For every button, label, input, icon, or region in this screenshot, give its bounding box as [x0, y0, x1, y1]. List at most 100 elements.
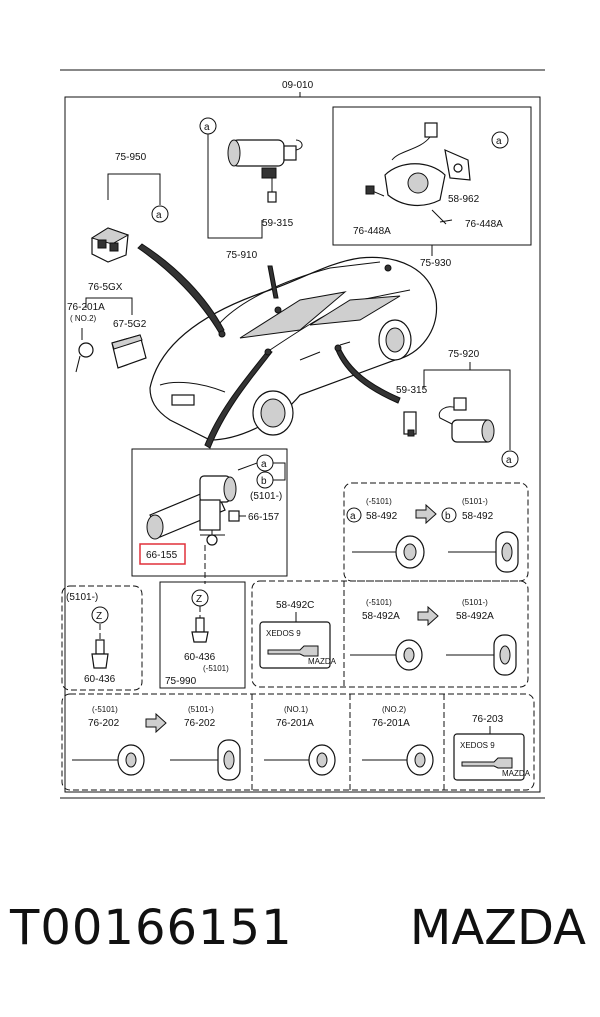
- dot-b: [274, 306, 282, 314]
- box-keys-58-492: [343, 482, 529, 582]
- card-58-492c: XEDOS 9 MAZDA: [259, 621, 337, 669]
- bracket-ab: [273, 462, 286, 481]
- callout-a-key-a-text: a: [350, 511, 356, 522]
- part-key-58-492a-d: [446, 634, 517, 676]
- callout-b-key-b-text: b: [445, 511, 451, 522]
- label-59-315-top: 59-315: [262, 218, 294, 229]
- label-75-990: 75-990: [165, 676, 197, 687]
- label-66-157: 66-157: [248, 512, 280, 523]
- dot-d: [334, 344, 342, 352]
- label-67-5g2: 67-5G2: [113, 319, 147, 330]
- label-66-155: 66-155: [146, 550, 178, 561]
- part-60-436-left: [91, 624, 109, 669]
- leader-a-detail: [237, 462, 258, 471]
- part-60-436-mid: [191, 606, 209, 643]
- label-m5101-key-c: (-5101): [366, 598, 392, 607]
- label-58-492-a: 58-492: [366, 511, 398, 522]
- box-keys-58-492c: [251, 580, 529, 688]
- label-58-962: 58-962: [448, 194, 480, 205]
- dot-a: [218, 330, 226, 338]
- dot-e: [384, 264, 392, 272]
- label-m5101-key-a: (-5101): [366, 497, 392, 506]
- part-key-58-492-b: [448, 531, 519, 573]
- card-xedos-text: XEDOS 9: [266, 629, 301, 638]
- callout-a-75-930: [491, 131, 509, 149]
- label-no1: (NO.1): [284, 705, 308, 714]
- callout-z-mid-text: Z: [196, 594, 202, 605]
- label-5101-key-b: (5101-): [462, 497, 488, 506]
- part-key-76-201a-c: [264, 744, 336, 776]
- label-5101-left-box: (5101-): [66, 592, 98, 603]
- label-59-315-right: 59-315: [396, 385, 428, 396]
- callout-a-75-930-text: a: [496, 136, 502, 147]
- part-key-76-202-a: [72, 744, 145, 776]
- label-m5101-mid: (-5101): [203, 664, 229, 673]
- label-76-202-a: 76-202: [88, 718, 120, 729]
- part-66-157: [228, 510, 240, 522]
- pointer-detail: [204, 349, 273, 449]
- card-76-203: XEDOS 9 MAZDA: [453, 733, 531, 781]
- label-58-492a-d: 58-492A: [456, 611, 494, 622]
- leader-75-950: [107, 173, 161, 205]
- arrow-key-cd: [417, 605, 439, 627]
- label-5101-key-d: (5101-): [462, 598, 488, 607]
- pointer-75-920: [335, 347, 401, 404]
- parts-diagram: 09-010 75-950 a a 59-315 75-910 a: [60, 69, 545, 799]
- label-76-201a-c: 76-201A: [276, 718, 314, 729]
- label-76-201a-d: 76-201A: [372, 718, 410, 729]
- leader-75-910: [207, 134, 263, 239]
- arrow-bottom-ab: [145, 712, 167, 734]
- brand-name: MAZDA: [409, 900, 586, 956]
- leader-76-5gx: [85, 297, 133, 315]
- leader-75-920: [423, 369, 511, 450]
- part-key-76-202-b: [170, 739, 241, 781]
- car-illustration: [149, 256, 438, 441]
- label-60-436-left: 60-436: [84, 674, 116, 685]
- callout-a-75-920-text: a: [506, 455, 512, 466]
- callout-b-key-b: [441, 507, 457, 523]
- pointer-75-950: [137, 243, 225, 335]
- label-76-202-b: 76-202: [184, 718, 216, 729]
- label-76-448a-left: 76-448A: [353, 226, 391, 237]
- dot-c: [264, 348, 272, 356]
- callout-a-key-a: [346, 507, 362, 523]
- card2-xedos-text: XEDOS 9: [460, 741, 495, 750]
- callout-b-detail-text: b: [261, 476, 267, 487]
- label-75-910: 75-910: [226, 250, 258, 261]
- part-67-5g2: [111, 334, 147, 369]
- page-ref: 09-010: [282, 80, 314, 91]
- callout-a-detail-text: a: [261, 459, 267, 470]
- part-steering-lock: [146, 475, 237, 546]
- arrow-key-ab: [415, 503, 437, 525]
- label-76-448a-right: 76-448A: [465, 219, 503, 230]
- part-75-950: [90, 227, 130, 263]
- callout-z-left: [91, 606, 109, 624]
- part-key-76-201a-d: [362, 744, 434, 776]
- label-75-950: 75-950: [115, 152, 147, 163]
- part-75-920: [403, 397, 495, 443]
- label-58-492a-c: 58-492A: [362, 611, 400, 622]
- label-76-201a-top: 76-201A: [67, 302, 105, 313]
- box-5101-bolt: [61, 585, 143, 691]
- box-steering-lock: [131, 448, 288, 577]
- card-mazda-text: MAZDA: [308, 657, 337, 666]
- main-frame: [64, 96, 541, 793]
- label-75-920: 75-920: [448, 349, 480, 360]
- part-75-930: [365, 122, 471, 225]
- label-m5101-bottom-a: (-5101): [92, 705, 118, 714]
- label-58-492-b: 58-492: [462, 511, 494, 522]
- callout-a-75-950: [151, 205, 169, 223]
- footer: T00166151 MAZDA: [0, 900, 600, 980]
- label-no2-top: ( NO.2): [70, 314, 97, 323]
- label-no2-bottom: (NO.2): [382, 705, 406, 714]
- part-76-201a-key: [75, 328, 94, 373]
- pointer-75-910: [267, 265, 279, 299]
- label-58-492c: 58-492C: [276, 600, 314, 611]
- box-75-990: [159, 581, 246, 689]
- callout-a-75-950-text: a: [156, 210, 162, 221]
- callout-z-left-text: Z: [96, 611, 102, 622]
- part-key-58-492-a: [352, 535, 425, 569]
- part-code: T00166151: [10, 900, 293, 956]
- label-5101-bottom-b: (5101-): [188, 705, 214, 714]
- box-bottom-keys: [61, 693, 535, 791]
